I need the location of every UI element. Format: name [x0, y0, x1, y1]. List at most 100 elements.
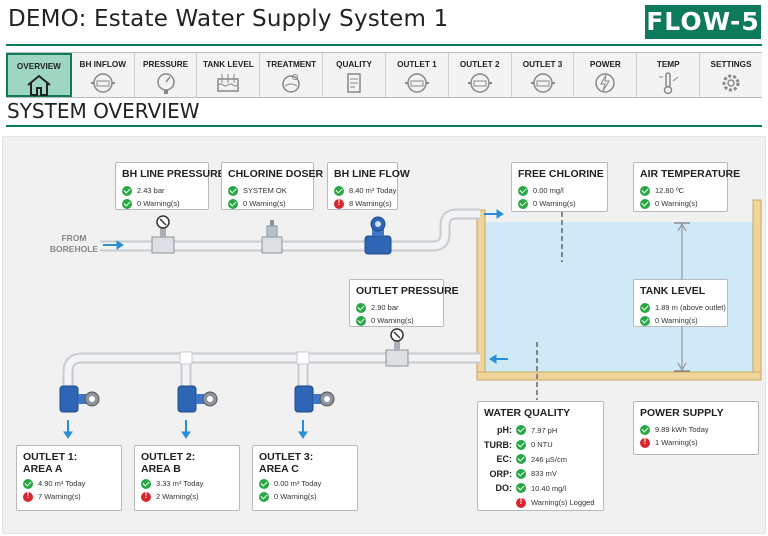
treatment-icon: [282, 74, 300, 93]
area-label: AREA A: [23, 463, 63, 475]
warning-count: 1 Warning(s): [655, 438, 698, 447]
power-icon: [595, 73, 616, 93]
outlet-1-card[interactable]: OUTLET 1: AREA A 4.90 m³ Today 7 Warning…: [16, 445, 122, 511]
outlet-2-flow-meter: [177, 385, 218, 413]
tab-temp[interactable]: TEMP: [637, 53, 701, 97]
outlet-1-flow-meter: [59, 385, 100, 413]
ok-icon: [23, 478, 33, 489]
ok-icon: [334, 185, 344, 196]
warning-count: 0 Warning(s): [274, 492, 317, 501]
ok-icon: [356, 302, 366, 313]
flow-meter-icon: [467, 73, 492, 93]
chlorine-doser-card[interactable]: CHLORINE DOSER SYSTEM OK 0 Warning(s): [221, 162, 324, 210]
ok-icon: [640, 302, 650, 313]
home-icon: [27, 74, 51, 96]
temperature-value: 12.80 ºC: [655, 186, 685, 195]
tab-label: OUTLET 1: [397, 60, 437, 69]
flow-value: 4.90 m³ Today: [38, 479, 86, 488]
free-chlorine-card[interactable]: FREE CHLORINE 0.00 mg/l 0 Warning(s): [511, 162, 608, 212]
flow-meter-icon: [90, 73, 115, 93]
section-title: SYSTEM OVERVIEW: [7, 99, 200, 123]
settings-icon: [722, 74, 740, 92]
warning-icon: [516, 497, 526, 508]
flow-value: 0.00 m³ Today: [274, 479, 322, 488]
orp-key: ORP:: [489, 468, 513, 479]
nav-bar: OVERVIEW BH INFLOW PRESSURE TANK LEVEL T…: [6, 52, 762, 98]
ok-icon: [516, 483, 526, 494]
warning-count: 0 Warning(s): [655, 199, 698, 208]
app-title: DEMO: Estate Water Supply System 1: [8, 6, 449, 32]
do-key: DO:: [495, 483, 513, 494]
ok-icon: [259, 491, 269, 502]
quality-icon: [347, 73, 361, 93]
tab-outlet-1[interactable]: OUTLET 1: [386, 53, 449, 97]
air-temperature-card[interactable]: AIR TEMPERATURE 12.80 ºC 0 Warning(s): [633, 162, 740, 212]
outlet-2-card[interactable]: OUTLET 2: AREA B 3.33 m³ Today 2 Warning…: [134, 445, 240, 511]
warning-count: 0 Warning(s): [655, 316, 698, 325]
outlet-pipe: [62, 352, 480, 400]
tab-treatment[interactable]: TREATMENT: [260, 53, 324, 97]
pressure-value: 2.43 bar: [137, 186, 165, 195]
bh-line-flow-card[interactable]: BH LINE FLOW 8.40 m³ Today 8 Warning(s): [327, 162, 410, 210]
card-title: TANK LEVEL: [640, 285, 706, 297]
card-title: POWER SUPPLY: [640, 407, 724, 419]
outlet-3-flow-meter: [294, 385, 335, 413]
card-title: BH LINE FLOW: [334, 168, 410, 180]
flow-value: 3.33 m³ Today: [156, 479, 204, 488]
card-title: CHLORINE DOSER: [228, 168, 324, 180]
ok-icon: [516, 425, 526, 436]
do-value: 10.40 mg/l: [531, 483, 567, 493]
warning-status: Warning(s) Logged: [531, 498, 595, 508]
section-divider: [6, 125, 762, 127]
pressure-gauge-icon: [156, 73, 175, 94]
ok-icon: [356, 315, 366, 326]
ph-key: pH:: [497, 425, 512, 436]
tab-label: TEMP: [656, 60, 680, 69]
outlet-pressure-card[interactable]: OUTLET PRESSURE 2.90 bar 0 Warning(s): [349, 279, 459, 327]
card-title: OUTLET 3:: [259, 451, 314, 463]
bh-flow-meter: [364, 216, 392, 255]
warning-icon: [640, 437, 650, 448]
tab-label: PRESSURE: [143, 60, 189, 69]
ok-icon: [516, 439, 526, 450]
tab-label: SETTINGS: [710, 60, 752, 69]
tank-level-card[interactable]: TANK LEVEL 1.89 m (above outlet) 0 Warni…: [633, 279, 728, 327]
outlet-3-card[interactable]: OUTLET 3: AREA C 0.00 m³ Today 0 Warning…: [252, 445, 358, 511]
brand-logo[interactable]: FLOW-5: [645, 5, 761, 39]
tab-overview[interactable]: OVERVIEW: [6, 53, 72, 97]
tank-level-icon: [217, 74, 240, 92]
ok-icon: [518, 198, 528, 209]
header-divider: [6, 44, 762, 46]
flow-value: 8.40 m³ Today: [349, 186, 397, 195]
power-supply-card[interactable]: POWER SUPPLY 9.89 kWh Today 1 Warning(s): [633, 401, 759, 455]
tank-level-value: 1.89 m (above outlet): [655, 303, 726, 312]
ok-icon: [640, 185, 650, 196]
outlet-pressure-sensor: [385, 328, 409, 367]
flow-meter-icon: [530, 73, 555, 93]
area-label: AREA B: [141, 463, 181, 475]
water-quality-card[interactable]: WATER QUALITY pH:7.97 pH TURB:0 NTU EC:2…: [477, 401, 604, 511]
ok-icon: [640, 198, 650, 209]
tank-wall-right: [752, 199, 762, 381]
tab-outlet-3[interactable]: OUTLET 3: [512, 53, 575, 97]
doser-status: SYSTEM OK: [243, 186, 287, 195]
tab-tank-level[interactable]: TANK LEVEL: [197, 53, 261, 97]
warning-count: 2 Warning(s): [156, 492, 199, 501]
bh-line-pressure-card[interactable]: BH LINE PRESSURE 2.43 bar 0 Warning(s): [115, 162, 225, 210]
tab-power[interactable]: POWER: [574, 53, 638, 97]
turb-key: TURB:: [484, 439, 512, 450]
chlorine-doser-unit: [261, 220, 283, 254]
ok-icon: [516, 468, 526, 479]
tab-pressure[interactable]: PRESSURE: [135, 53, 198, 97]
card-title: OUTLET PRESSURE: [356, 285, 459, 297]
turb-value: 0 NTU: [531, 440, 553, 450]
tab-quality[interactable]: QUALITY: [323, 53, 386, 97]
tab-label: BH INFLOW: [79, 60, 126, 69]
tab-settings[interactable]: SETTINGS: [700, 53, 762, 97]
tab-bh-inflow[interactable]: BH INFLOW: [72, 53, 135, 97]
warning-count: 0 Warning(s): [243, 199, 286, 208]
warning-icon: [141, 491, 151, 502]
warning-count: 0 Warning(s): [137, 199, 180, 208]
tab-outlet-2[interactable]: OUTLET 2: [449, 53, 512, 97]
warning-icon: [23, 491, 33, 502]
